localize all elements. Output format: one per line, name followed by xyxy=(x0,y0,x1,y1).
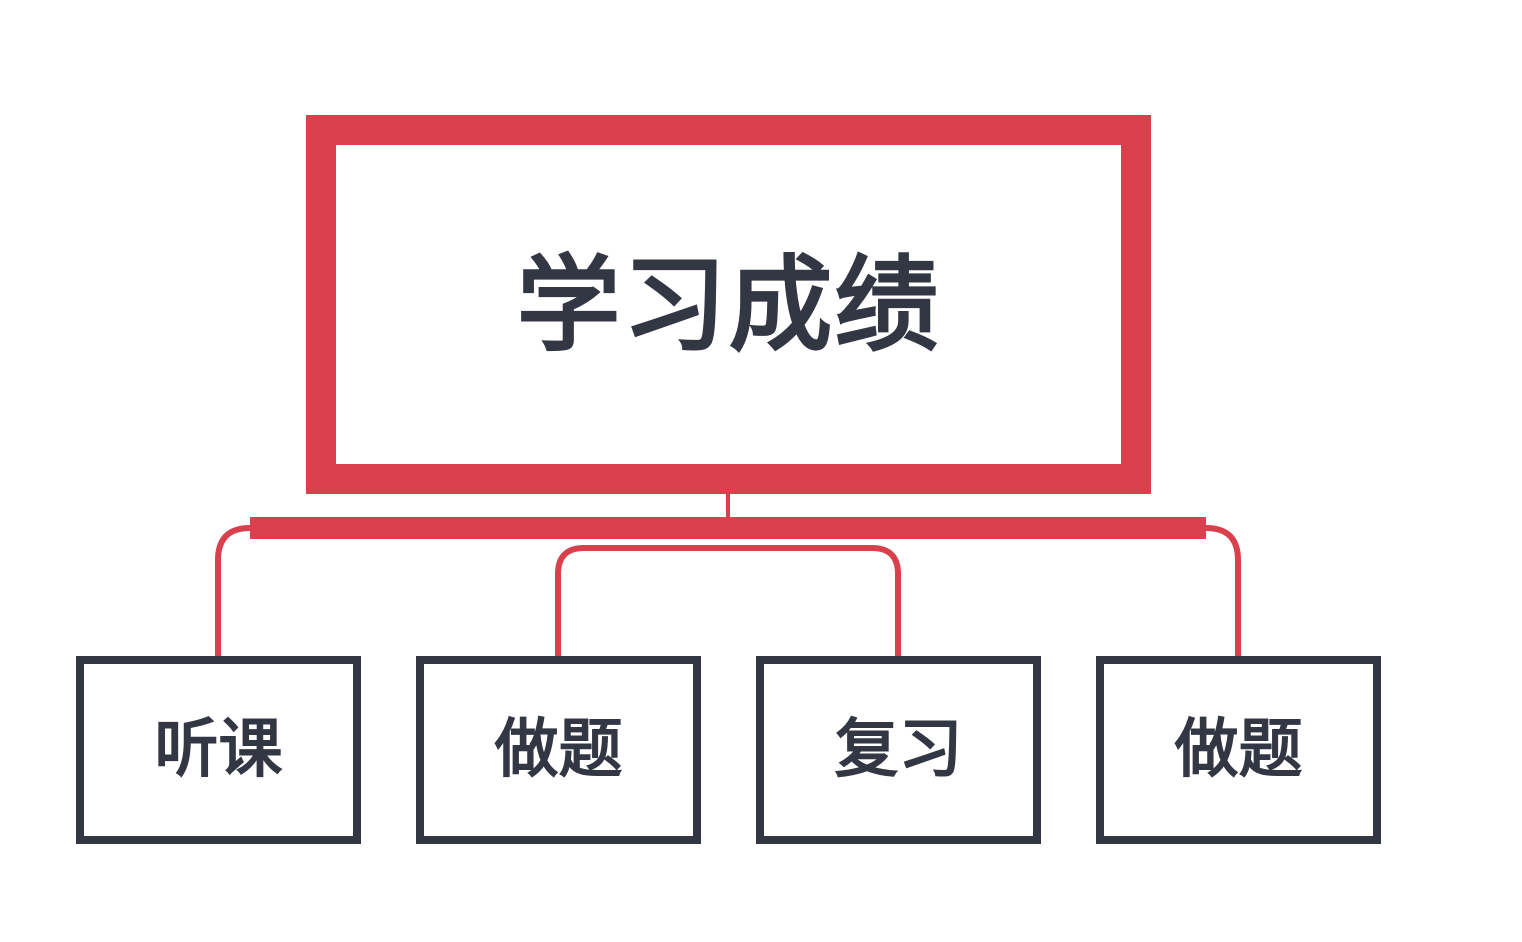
child-node-label: 听课 xyxy=(154,713,283,787)
root-node-label: 学习成绩 xyxy=(516,243,941,366)
child-node-label: 做题 xyxy=(1174,713,1303,787)
child-node-3: 复习 xyxy=(756,656,1041,844)
child-node-label: 复习 xyxy=(834,713,963,787)
child-node-2: 做题 xyxy=(416,656,701,844)
child-node-4: 做题 xyxy=(1096,656,1381,844)
child-node-label: 做题 xyxy=(494,713,623,787)
root-node: 学习成绩 xyxy=(306,115,1151,494)
child-node-1: 听课 xyxy=(76,656,361,844)
inner-bracket xyxy=(555,545,901,656)
